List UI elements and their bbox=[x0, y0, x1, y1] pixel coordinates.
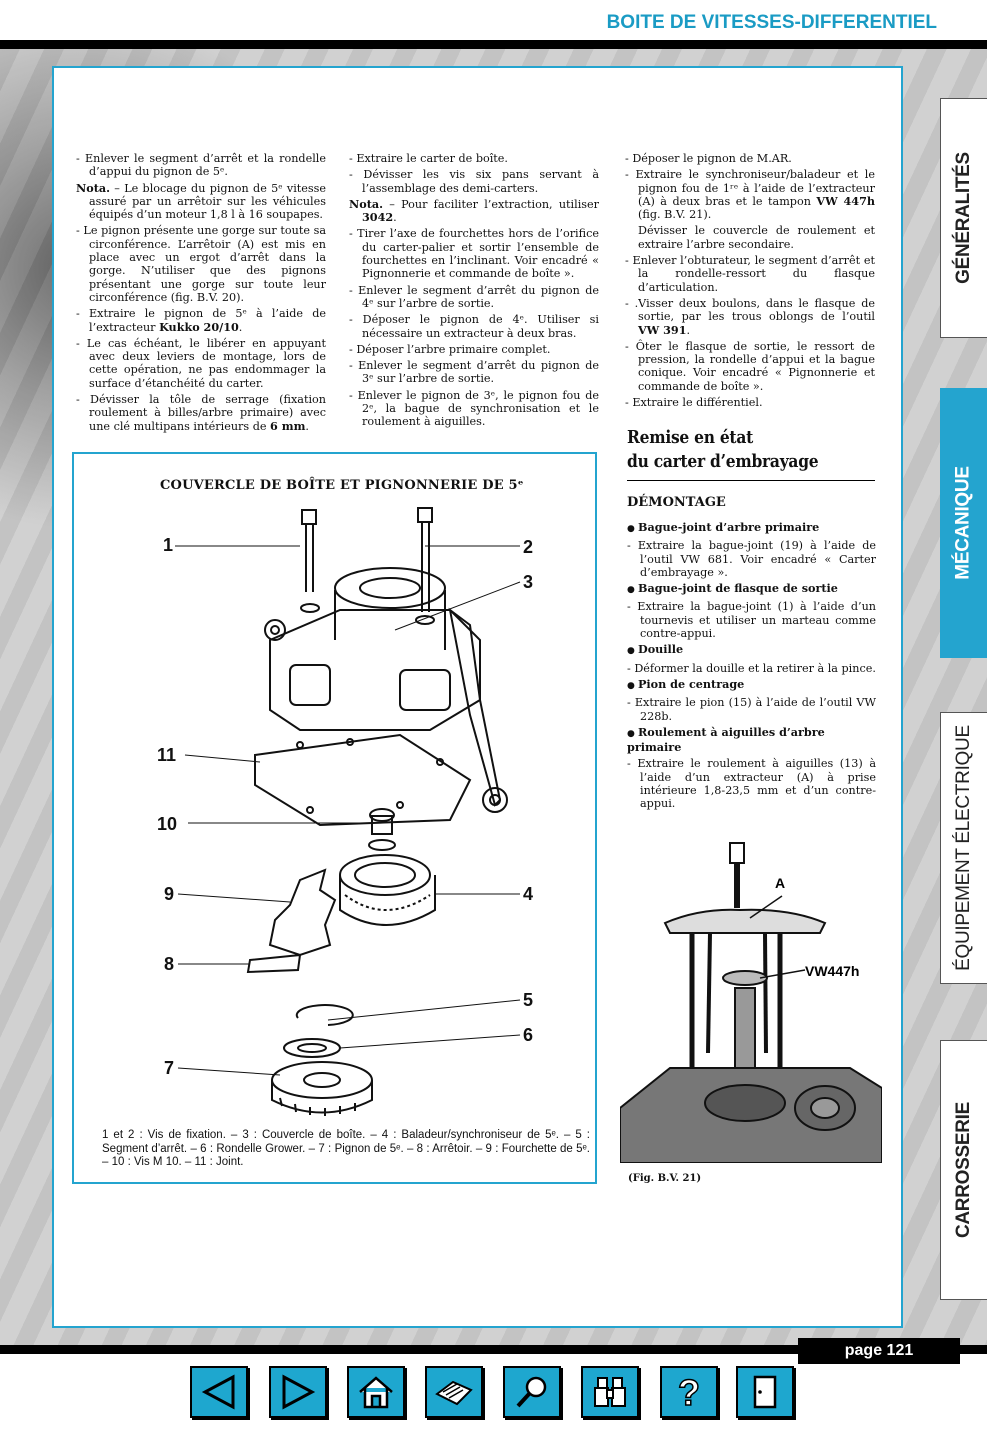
home-button[interactable] bbox=[347, 1366, 405, 1418]
paragraph: - Enlever le segment d’arrêt du pignon d… bbox=[349, 359, 599, 386]
text-column-1: - Enlever le segment d’arrêt et la ronde… bbox=[76, 152, 326, 436]
paragraph: - Déposer le pignon de M.AR. bbox=[625, 152, 792, 165]
svg-text:?: ? bbox=[678, 1372, 700, 1412]
paragraph: - Ôter le flasque de sortie, le ressort … bbox=[625, 339, 875, 393]
paragraph: - Enlever le segment d’arrêt du pignon d… bbox=[349, 283, 599, 310]
figure-title: COUVERCLE DE BOÎTE ET PIGNONNERIE DE 5ᵉ bbox=[160, 478, 524, 493]
paragraph: - Tirer l’axe de fourchettes hors de l’o… bbox=[349, 227, 599, 281]
section-title-line-2: du carter d’embrayage bbox=[627, 451, 819, 472]
paragraph: - Extraire la bague-joint (19) à l’aide … bbox=[627, 539, 876, 579]
paragraph: - Extraire la bague-joint (1) à l’aide d… bbox=[627, 600, 876, 641]
section-title-line-1: Remise en état bbox=[627, 427, 753, 448]
exit-button[interactable] bbox=[736, 1366, 794, 1418]
tab-mecanique[interactable]: MÉCANIQUE bbox=[940, 388, 987, 658]
subsection-title: DÉMONTAGE bbox=[627, 495, 726, 510]
note-paragraph: Nota. – Le blocage du pignon de 5ᵉ vites… bbox=[76, 180, 326, 222]
section-title: Remise en état du carter d’embrayage bbox=[627, 426, 840, 474]
paragraph: - Extraire le pignon de 5ᵉ à l’aide de l… bbox=[76, 307, 326, 334]
bullet-heading: Pion de centrage bbox=[627, 677, 876, 693]
figure-2-caption: (Fig. B.V. 21) bbox=[628, 1173, 702, 1184]
exploded-gearbox-drawing bbox=[175, 507, 521, 1116]
callout-number: 6 bbox=[523, 1025, 534, 1045]
callout-number: 5 bbox=[523, 990, 534, 1010]
tab-equipement-electrique[interactable]: ÉQUIPEMENT ÉLECTRIQUE bbox=[940, 712, 987, 984]
callout-number: 9 bbox=[164, 884, 175, 904]
fig2-label-tool: VW447h bbox=[805, 963, 859, 979]
paragraph: - Enlever l’obturateur, le segment d’arr… bbox=[625, 254, 875, 294]
page-number: page 121 bbox=[798, 1338, 960, 1364]
bullet-heading: Roulement à aiguilles d’arbre primaire bbox=[627, 725, 876, 755]
tab-label: GÉNÉRALITÉS bbox=[953, 152, 975, 284]
previous-page-button[interactable] bbox=[190, 1366, 248, 1418]
help-button[interactable]: ? bbox=[660, 1366, 718, 1418]
paragraph: - Déformer la douille et la retirer à la… bbox=[627, 661, 876, 675]
callout-number: 4 bbox=[523, 884, 534, 904]
search-button[interactable] bbox=[503, 1366, 561, 1418]
arrow-left-icon bbox=[201, 1374, 235, 1410]
page-header-title: BOITE DE VITESSES-DIFFERENTIEL bbox=[606, 12, 937, 33]
paragraph: - .Visser deux boulons, dans le flasque … bbox=[625, 296, 875, 337]
callout-number: 1 bbox=[163, 535, 174, 555]
paragraph: - Extraire le différentiel. bbox=[625, 396, 763, 410]
text-column-2: - Extraire le carter de boîte. - Dévisse… bbox=[349, 152, 599, 432]
fig2-label-a: A bbox=[775, 875, 785, 891]
paragraph: - Le cas échéant, le libérer en appuyant… bbox=[76, 336, 326, 390]
printer-icon bbox=[435, 1380, 473, 1406]
paragraph: - Extraire le synchroniseur/baladeur et … bbox=[625, 168, 875, 222]
exit-door-icon bbox=[753, 1375, 777, 1409]
paragraph: - Enlever le pignon de 3ᵉ, le pignon fou… bbox=[349, 388, 599, 429]
arrow-right-icon bbox=[282, 1374, 316, 1410]
tab-carrosserie[interactable]: CARROSSERIE bbox=[940, 1040, 987, 1300]
paragraph: - Dévisser les vis six pans servant à l’… bbox=[349, 168, 599, 195]
print-button[interactable] bbox=[425, 1366, 483, 1418]
paragraph: - Déposer le pignon de 4ᵉ. Utiliser si n… bbox=[349, 313, 599, 340]
figure-caption: 1 et 2 : Vis de fixation. – 3 : Couvercl… bbox=[102, 1129, 590, 1168]
tab-label: ÉQUIPEMENT ÉLECTRIQUE bbox=[953, 725, 974, 971]
home-icon bbox=[359, 1376, 393, 1409]
text-column-3: - Déposer le pignon de M.AR. - Extraire … bbox=[625, 152, 875, 412]
puller-tool-drawing: A VW447h bbox=[620, 838, 882, 1163]
help-icon: ? bbox=[677, 1372, 701, 1412]
callout-number: 2 bbox=[523, 537, 534, 557]
paragraph: - Extraire le roulement à aiguilles (13)… bbox=[627, 757, 876, 811]
tab-generalites[interactable]: GÉNÉRALITÉS bbox=[940, 98, 987, 338]
callout-number: 10 bbox=[157, 814, 178, 834]
tab-label: CARROSSERIE bbox=[953, 1101, 974, 1239]
paragraph: - Enlever le segment d’arrêt et la ronde… bbox=[76, 152, 326, 179]
top-bar bbox=[0, 40, 987, 49]
bullet-heading: Bague-joint de flasque de sortie bbox=[627, 581, 876, 597]
bottom-bar bbox=[0, 1345, 987, 1354]
bullet-heading: Bague-joint d’arbre primaire bbox=[627, 520, 876, 536]
find-button[interactable] bbox=[581, 1366, 639, 1418]
bullet-heading: Douille bbox=[627, 643, 876, 658]
next-page-button[interactable] bbox=[269, 1366, 327, 1418]
paragraph: - Dévisser la tôle de serrage (fixation … bbox=[76, 393, 326, 433]
text-column-4: Bague-joint d’arbre primaire - Extraire … bbox=[627, 519, 876, 814]
tab-label: MÉCANIQUE bbox=[952, 466, 974, 580]
binoculars-icon bbox=[594, 1377, 626, 1407]
magnifier-icon bbox=[516, 1376, 547, 1408]
paragraph: - Le pignon présente une gorge sur toute… bbox=[76, 224, 326, 304]
paragraph: - Déposer l’arbre primaire complet. bbox=[349, 342, 551, 356]
callout-number: 11 bbox=[157, 745, 177, 765]
paragraph: - Extraire le pion (15) à l’aide de l’ou… bbox=[627, 696, 876, 723]
callout-number: 7 bbox=[164, 1058, 175, 1078]
callout-number: 8 bbox=[164, 954, 175, 974]
callout-number: 3 bbox=[523, 572, 534, 592]
paragraph: Dévisser le couvercle de roulement et ex… bbox=[638, 224, 875, 251]
paragraph: - Extraire le carter de boîte. bbox=[349, 152, 508, 165]
section-rule bbox=[627, 480, 875, 481]
note-paragraph: Nota. – Pour faciliter l’extraction, uti… bbox=[349, 196, 599, 225]
